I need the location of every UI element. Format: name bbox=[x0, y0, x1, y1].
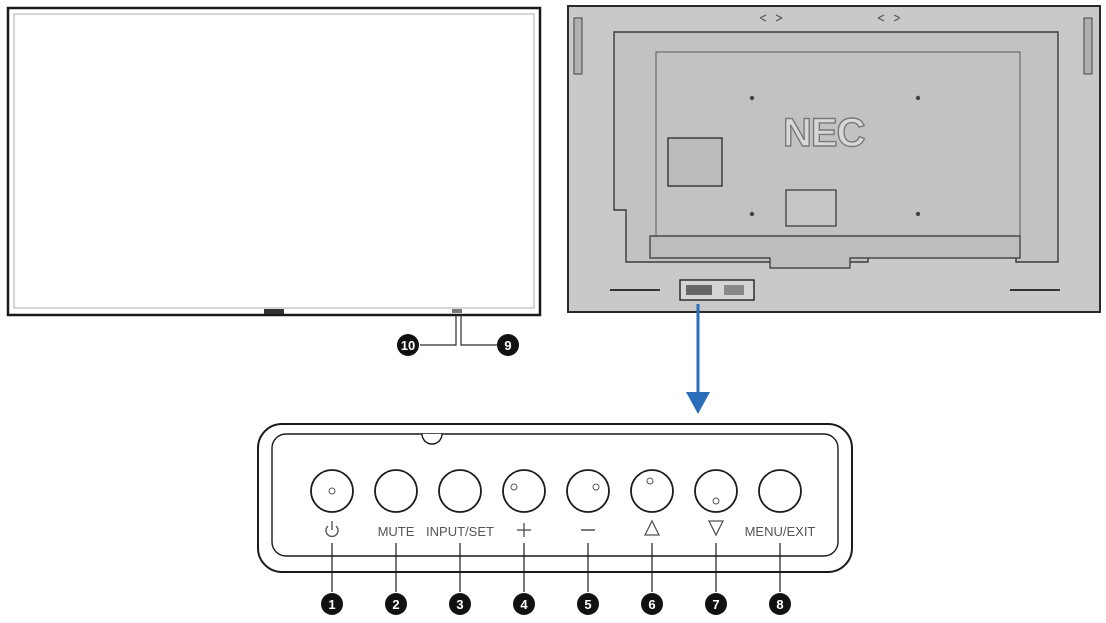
panel-buttons: 1 MUTE 2 INPUT/SET 3 4 5 6 7 MENU/EXIT 8 bbox=[310, 469, 816, 615]
button-indicator-dot bbox=[646, 477, 654, 485]
panel-button-group-3: INPUT/SET 3 bbox=[426, 469, 494, 615]
panel-button-group-7: 7 bbox=[694, 469, 738, 615]
callout-6: 6 bbox=[641, 593, 663, 615]
front-view: 10 9 bbox=[6, 6, 542, 356]
panel-button-4[interactable] bbox=[502, 469, 546, 513]
button-indicator-dot bbox=[592, 483, 600, 491]
panel-button-group-8: MENU/EXIT 8 bbox=[745, 469, 816, 615]
callout-9-number: 9 bbox=[504, 338, 511, 353]
center-bracket bbox=[785, 189, 837, 227]
callout-9: 9 bbox=[497, 334, 519, 356]
down-triangle-icon bbox=[707, 520, 725, 537]
handle-right bbox=[1083, 17, 1093, 75]
callout-2: 2 bbox=[385, 593, 407, 615]
handle-left bbox=[573, 17, 583, 75]
callout-number-1: 1 bbox=[328, 597, 335, 612]
plus-icon bbox=[517, 523, 531, 537]
callout-5: 5 bbox=[577, 593, 599, 615]
panel-button-7[interactable] bbox=[694, 469, 738, 513]
vesa-holes bbox=[749, 95, 921, 217]
front-logo-badge bbox=[264, 309, 284, 314]
panel-button-group-1: 1 bbox=[310, 469, 354, 615]
panel-button-6[interactable] bbox=[630, 469, 674, 513]
panel-button-3[interactable] bbox=[438, 469, 482, 513]
callout-7: 7 bbox=[705, 593, 727, 615]
back-control-slot bbox=[686, 285, 712, 295]
panel-button-2[interactable] bbox=[374, 469, 418, 513]
callout-4: 4 bbox=[513, 593, 535, 615]
nec-logo: NEC bbox=[783, 111, 865, 155]
front-screen bbox=[13, 13, 535, 309]
callout-10-number: 10 bbox=[401, 338, 415, 353]
callout-number-3: 3 bbox=[456, 597, 463, 612]
control-panel: 1 MUTE 2 INPUT/SET 3 4 5 6 7 MENU/EXIT 8 bbox=[257, 423, 853, 615]
button-indicator-dot bbox=[510, 483, 518, 491]
callout-1: 1 bbox=[321, 593, 343, 615]
button-indicator-dot bbox=[712, 497, 720, 505]
top-markers bbox=[759, 14, 901, 22]
back-control-slot-2 bbox=[724, 285, 744, 295]
back-view: NEC bbox=[567, 5, 1101, 313]
panel-button-group-6: 6 bbox=[630, 469, 674, 615]
button-indicator-dot bbox=[328, 487, 336, 495]
callout-10: 10 bbox=[397, 334, 419, 356]
panel-button-group-5: 5 bbox=[566, 469, 610, 615]
panel-button-label-2: MUTE bbox=[378, 524, 415, 539]
callout-number-2: 2 bbox=[392, 597, 399, 612]
front-leader-left bbox=[420, 315, 457, 346]
front-leader-right bbox=[460, 315, 497, 346]
panel-sensor bbox=[421, 433, 443, 445]
control-panel-outer bbox=[257, 423, 853, 573]
panel-button-label-3: INPUT/SET bbox=[426, 524, 494, 539]
control-panel-inner bbox=[271, 433, 839, 557]
front-sensor bbox=[452, 309, 462, 313]
callout-8: 8 bbox=[769, 593, 791, 615]
panel-button-label-8: MENU/EXIT bbox=[745, 524, 816, 539]
callout-number-8: 8 bbox=[776, 597, 783, 612]
callout-number-7: 7 bbox=[712, 597, 719, 612]
down-arrow bbox=[686, 304, 710, 414]
callout-number-5: 5 bbox=[584, 597, 591, 612]
panel-button-5[interactable] bbox=[566, 469, 610, 513]
connector-strip bbox=[649, 235, 1021, 269]
back-plate bbox=[667, 137, 723, 187]
panel-button-group-4: 4 bbox=[502, 469, 546, 615]
panel-button-1[interactable] bbox=[310, 469, 354, 513]
panel-button-group-2: MUTE 2 bbox=[374, 469, 418, 615]
up-triangle-icon bbox=[643, 519, 661, 536]
callout-number-6: 6 bbox=[648, 597, 655, 612]
panel-button-8[interactable] bbox=[758, 469, 802, 513]
power-icon bbox=[325, 521, 339, 538]
callout-number-4: 4 bbox=[520, 597, 528, 612]
callout-3: 3 bbox=[449, 593, 471, 615]
